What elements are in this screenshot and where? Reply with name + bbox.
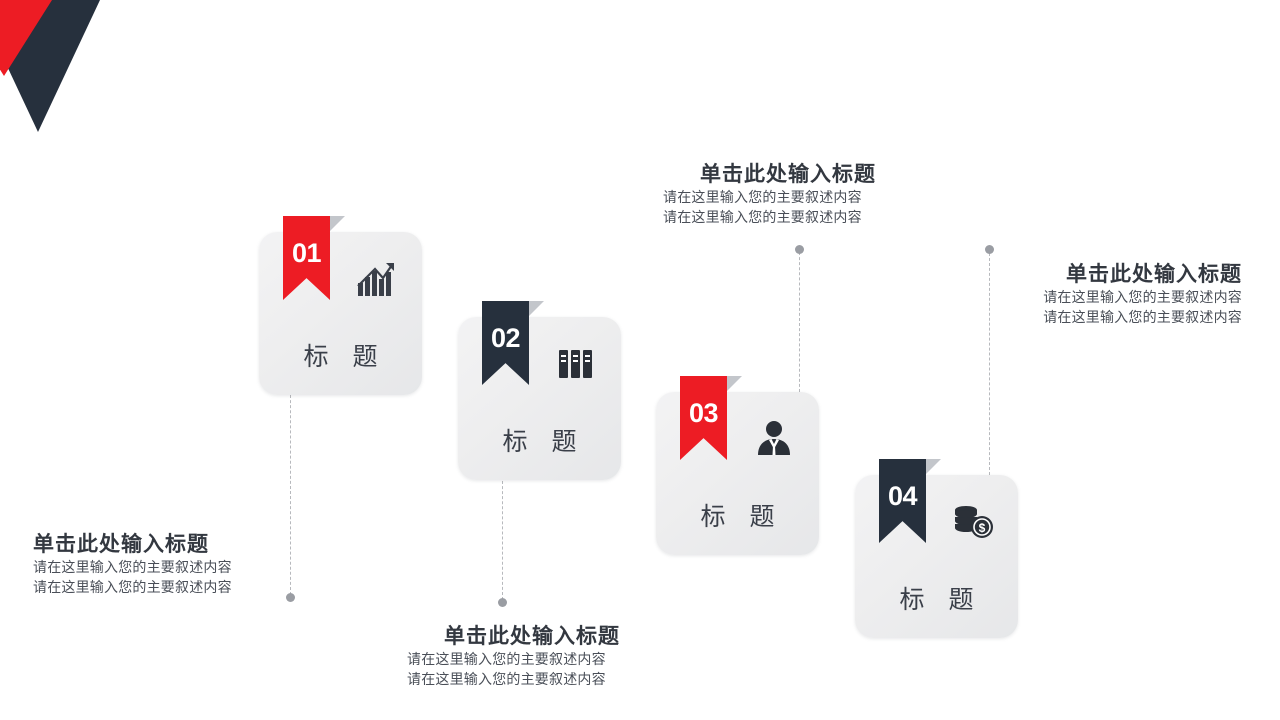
connector-dot-02 [498, 598, 507, 607]
connector-dot-01 [286, 593, 295, 602]
corner-triangle-decoration [0, 0, 135, 140]
card-title-02: 标 题 [502, 427, 585, 456]
text-block-04-line2: 请在这里输入您的主要叙述内容 [1043, 310, 1242, 327]
card-number-04: 04 [887, 481, 918, 511]
info-card-03[interactable]: 03 标 题 [656, 376, 819, 555]
text-block-02: 单击此处输入标题 请在这里输入您的主要叙述内容 请在这里输入您的主要叙述内容 [407, 620, 657, 691]
text-block-03-line1: 请在这里输入您的主要叙述内容 [663, 190, 862, 206]
connector-line-01 [290, 390, 291, 595]
connector-dot-04 [985, 245, 994, 254]
connector-line-03 [799, 252, 800, 392]
text-block-02-line1: 请在这里输入您的主要叙述内容 [407, 652, 606, 668]
ribbon-badge-03: 03 [680, 376, 742, 460]
info-card-04[interactable]: 04 $ 标 题 [855, 459, 1018, 638]
ribbon-fold-shadow-icon [926, 459, 941, 474]
card-number-01: 01 [291, 238, 322, 268]
text-block-01: 单击此处输入标题 请在这里输入您的主要叙述内容 请在这里输入您的主要叙述内容 [33, 528, 283, 599]
svg-text:$: $ [979, 521, 986, 535]
text-block-01-title: 单击此处输入标题 [33, 532, 209, 556]
connector-line-02 [502, 476, 503, 600]
card-number-03: 03 [688, 398, 719, 428]
text-block-02-line2: 请在这里输入您的主要叙述内容 [407, 672, 606, 689]
text-block-01-line2: 请在这里输入您的主要叙述内容 [33, 580, 232, 597]
text-block-03-line2: 请在这里输入您的主要叙述内容 [663, 210, 862, 227]
text-block-04-title: 单击此处输入标题 [1066, 262, 1242, 286]
info-card-01[interactable]: 01 标 题 [259, 216, 422, 395]
info-card-02[interactable]: 02 标 题 [458, 301, 621, 480]
growth-bar-chart-icon [354, 256, 400, 302]
ribbon-fold-shadow-icon [529, 301, 544, 316]
card-title-04: 标 题 [899, 585, 982, 614]
text-block-04: 单击此处输入标题 请在这里输入您的主要叙述内容 请在这里输入您的主要叙述内容 [997, 258, 1242, 329]
money-coins-icon: $ [950, 499, 996, 545]
books-archive-icon [553, 341, 599, 387]
card-title-03: 标 题 [700, 502, 783, 531]
ribbon-badge-02: 02 [482, 301, 544, 385]
text-block-02-title: 单击此处输入标题 [444, 624, 620, 648]
text-block-04-line1: 请在这里输入您的主要叙述内容 [1043, 290, 1242, 306]
text-block-03-title: 单击此处输入标题 [700, 162, 876, 186]
connector-dot-03 [795, 245, 804, 254]
corner-red-triangle-icon [0, 0, 52, 76]
card-number-02: 02 [490, 323, 521, 353]
text-block-01-line1: 请在这里输入您的主要叙述内容 [33, 560, 232, 576]
businessman-person-icon [751, 416, 797, 462]
card-title-01: 标 题 [303, 342, 386, 371]
ribbon-badge-04: 04 [879, 459, 941, 543]
ribbon-badge-01: 01 [283, 216, 345, 300]
text-block-03: 单击此处输入标题 请在这里输入您的主要叙述内容 请在这里输入您的主要叙述内容 [663, 158, 913, 229]
ribbon-fold-shadow-icon [330, 216, 345, 231]
ribbon-fold-shadow-icon [727, 376, 742, 391]
connector-line-04 [989, 253, 990, 475]
